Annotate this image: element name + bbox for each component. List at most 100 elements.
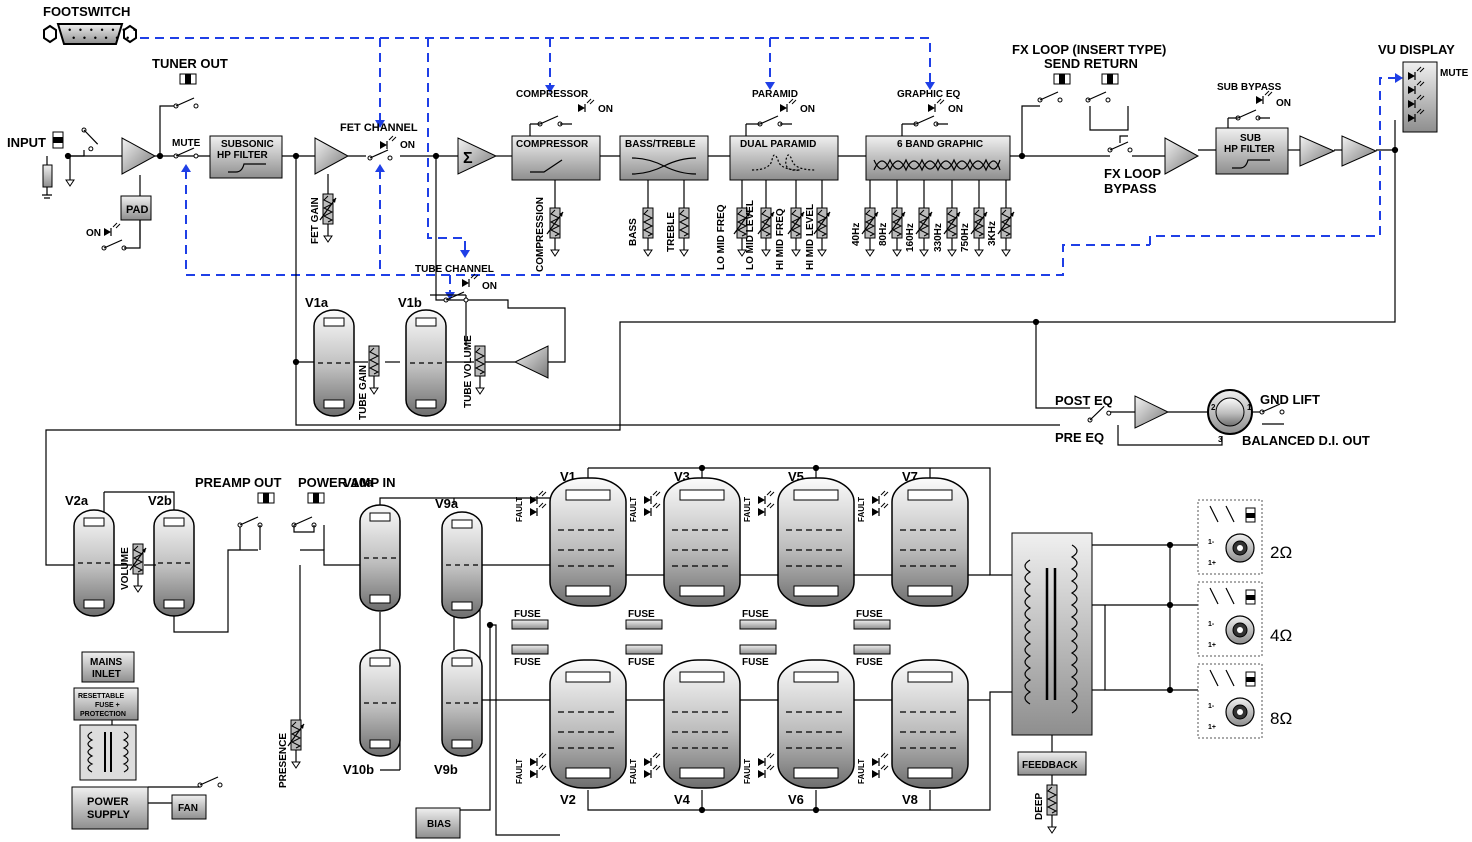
- pad-label: PAD: [126, 204, 148, 216]
- band-label-3khz: 3KHz: [987, 221, 998, 246]
- output-2-ohm-label: 2Ω: [1270, 543, 1292, 562]
- compressor-box-label: COMPRESSOR: [516, 139, 589, 150]
- volume-label: VOLUME: [120, 547, 131, 590]
- v2a-label: V2a: [65, 493, 89, 508]
- sub-hp-filter: SUB BYPASS ON SUB HP FILTER: [1215, 82, 1378, 175]
- fan-label: FAN: [178, 803, 198, 814]
- bias-label: BIAS: [427, 819, 451, 830]
- hi-mid-level-label: HI MID LEVEL: [805, 204, 816, 270]
- tube-channel-on-label: ON: [482, 281, 497, 292]
- bass-treble: BASS/TREBLE BASS TREBLE: [619, 135, 709, 257]
- v9b-label: V9b: [434, 762, 458, 777]
- fault-label-v8: FAULT: [857, 759, 866, 784]
- tube-volume-label: TUBE VOLUME: [463, 335, 474, 408]
- fuse-label-5: FUSE: [742, 609, 769, 620]
- footswitch: FOOTSWITCH • • • • • • • • • • • • •: [43, 4, 137, 45]
- v1a-label: V1a: [305, 295, 329, 310]
- bass-label: BASS: [628, 218, 639, 246]
- hi-mid-freq-label: HI MID FREQ: [775, 208, 786, 270]
- fault-label-v5: FAULT: [743, 497, 752, 522]
- tube-channel: TUBE CHANNEL ON V1a V1b TUBE GAIN TUBE V…: [305, 264, 549, 420]
- subsonic-label-1: SUBSONIC: [221, 139, 274, 150]
- resettable-label-1: RESETTABLE: [78, 693, 124, 700]
- input-label: INPUT: [7, 135, 46, 150]
- jack-1-minus-b: 1-: [1208, 621, 1215, 628]
- dual-paramid: PARAMID ON DUAL PARAMID LO MID FREQ LO M…: [716, 89, 839, 270]
- presence-label: PRESENCE: [278, 733, 289, 788]
- xlr-pin-2: 2: [1211, 403, 1216, 412]
- v10a-label: V10a: [343, 475, 374, 490]
- fx-loop: FX LOOP (INSERT TYPE) SEND RETURN FX LOO…: [1012, 42, 1200, 196]
- vu-display: VU DISPLAY MUTE: [1378, 42, 1469, 133]
- gnd-lift-label: GND LIFT: [1260, 392, 1320, 407]
- fault-label-v4: FAULT: [629, 759, 638, 784]
- post-eq-label: POST EQ: [1055, 393, 1113, 408]
- lo-mid-freq-label: LO MID FREQ: [716, 204, 727, 270]
- preamp-section: V2a V2b VOLUME PREAMP OUT POWER AMP IN: [65, 475, 396, 617]
- fault-label-v1: FAULT: [515, 497, 524, 522]
- compressor-title: COMPRESSOR: [516, 89, 589, 100]
- sigma-label: Σ: [463, 150, 473, 167]
- output-8-ohm-label: 8Ω: [1270, 709, 1292, 728]
- v2b-label: V2b: [148, 493, 172, 508]
- output-4-ohm-label: 4Ω: [1270, 626, 1292, 645]
- subsonic-hp-filter: SUBSONIC HP FILTER: [209, 135, 283, 179]
- resettable-label-3: PROTECTION: [80, 711, 126, 718]
- tube-channel-label: TUBE CHANNEL: [415, 264, 494, 275]
- v9a-label: V9a: [435, 496, 459, 511]
- v1b-label: V1b: [398, 295, 422, 310]
- svg-text:• • • • • •: • • • • • •: [71, 34, 130, 44]
- power-amp-in-label: POWER AMP IN: [298, 475, 396, 490]
- power-tube-v6-label: V6: [788, 792, 804, 807]
- band-label-80hz: 80Hz: [878, 223, 889, 246]
- xlr-pin-1: 1: [1247, 403, 1252, 412]
- fault-label-v2: FAULT: [515, 759, 524, 784]
- jack-1-plus-a: 1+: [1208, 560, 1216, 567]
- mains-label-1: MAINS: [90, 657, 123, 668]
- fx-bypass-label-2: BYPASS: [1104, 181, 1157, 196]
- power-tube-v4-label: V4: [674, 792, 691, 807]
- input-amplifier-symbol: [121, 137, 157, 175]
- fuse-label-2: FUSE: [514, 657, 541, 668]
- fet-gain-label: FET GAIN: [310, 197, 321, 244]
- fuse-label-3: FUSE: [628, 609, 655, 620]
- xlr-pin-3: 3: [1218, 435, 1223, 444]
- paramid-title: PARAMID: [752, 89, 798, 100]
- band-label-40hz: 40Hz: [851, 223, 862, 246]
- dual-paramid-label: DUAL PARAMID: [740, 139, 816, 150]
- subsonic-label-2: HP FILTER: [217, 150, 269, 161]
- graphic-eq-on-label: ON: [948, 104, 963, 115]
- band-label-160hz: 160Hz: [905, 223, 916, 252]
- fet-channel-label: FET CHANNEL: [340, 122, 418, 134]
- vu-mute-label: MUTE: [1440, 68, 1469, 79]
- fuse-label-6: FUSE: [742, 657, 769, 668]
- deep-label: DEEP: [1034, 792, 1045, 820]
- power-supply: MAINS INLET RESETTABLE FUSE + PROTECTION…: [71, 651, 223, 830]
- preamp-out-label: PREAMP OUT: [195, 475, 281, 490]
- jack-1-minus-a: 1-: [1208, 539, 1215, 546]
- sub-bypass-on-label: ON: [1276, 98, 1291, 109]
- paramid-on-label: ON: [800, 104, 815, 115]
- sub-hp-label-2: HP FILTER: [1224, 144, 1276, 155]
- di-out: POST EQ PRE EQ 2 1 3 GND LIFT BALANCED D…: [1055, 389, 1370, 448]
- graphic-eq-title: GRAPHIC EQ: [897, 89, 961, 100]
- phase-inverter: V10a V9a V10b V9b PRESENCE BIAS: [278, 475, 483, 839]
- jack-1-plus-c: 1+: [1208, 724, 1216, 731]
- fuse-label-1: FUSE: [514, 609, 541, 620]
- fault-label-v6: FAULT: [743, 759, 752, 784]
- band-label-750hz: 750Hz: [960, 223, 971, 252]
- power-supply-label-2: SUPPLY: [87, 809, 131, 821]
- fuse-label-4: FUSE: [628, 657, 655, 668]
- power-tube-v2-label: V2: [560, 792, 576, 807]
- fx-loop-title: FX LOOP (INSERT TYPE): [1012, 42, 1166, 57]
- v10b-label: V10b: [343, 762, 374, 777]
- power-tube-v8-label: V8: [902, 792, 918, 807]
- mute-label: MUTE: [172, 138, 201, 149]
- sub-hp-label-1: SUB: [1240, 133, 1261, 144]
- fault-label-v7: FAULT: [857, 497, 866, 522]
- balanced-di-label: BALANCED D.I. OUT: [1242, 433, 1370, 448]
- fx-loop-send-return: SEND RETURN: [1044, 56, 1138, 71]
- summing-amp: Σ: [457, 137, 498, 175]
- pad-box: [120, 195, 152, 221]
